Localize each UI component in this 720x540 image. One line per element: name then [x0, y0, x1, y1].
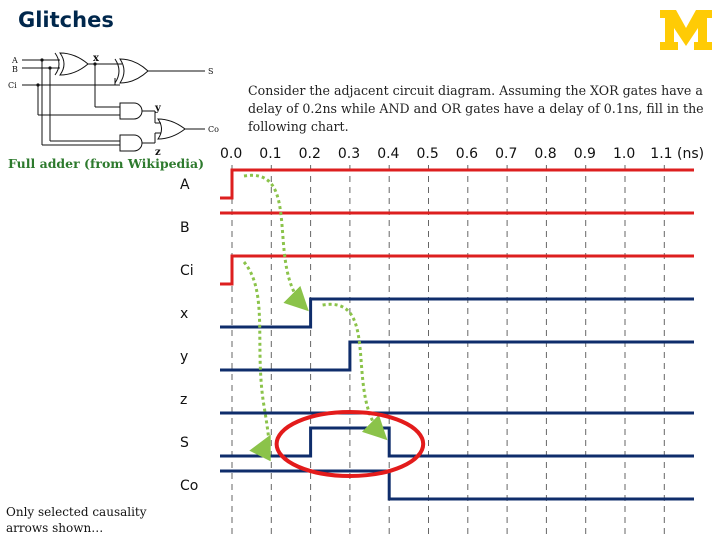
- junction-b: [48, 66, 52, 70]
- waveform-ci: [220, 254, 694, 286]
- causality-arrow: [243, 173, 309, 312]
- university-logo: [658, 8, 714, 56]
- tick-label: 0.0: [220, 146, 242, 162]
- or-gate: [157, 118, 186, 140]
- label-z: z: [155, 147, 161, 158]
- waveform-a: [220, 168, 694, 200]
- signal-label: x: [180, 306, 188, 322]
- logo-shape: [660, 10, 712, 50]
- signal-label: Co: [180, 478, 198, 494]
- tick-label: 0.5: [417, 146, 439, 162]
- tick-label: 0.1: [259, 146, 281, 162]
- tick-label: 0.8: [534, 146, 556, 162]
- signal-label: B: [180, 220, 190, 236]
- signal-label: Ci: [180, 263, 194, 279]
- waveform-s: [220, 426, 694, 458]
- label-co: Co: [208, 125, 219, 134]
- tick-label: 0.9: [574, 146, 596, 162]
- label-b: B: [12, 65, 18, 74]
- tick-label: 0.6: [456, 146, 478, 162]
- problem-description: Consider the adjacent circuit diagram. A…: [248, 83, 704, 134]
- xor-gate-2-curve: [114, 58, 120, 84]
- circuit-caption: Full adder (from Wikipedia): [8, 156, 205, 171]
- signal-label: S: [180, 435, 189, 451]
- time-gridlines: [231, 165, 665, 538]
- label-s: S: [208, 67, 213, 76]
- and-gate-1: [119, 102, 143, 120]
- block-m-icon: [660, 10, 712, 50]
- time-axis: 0.0 0.1 0.2 0.3 0.4 0.5 0.6 0.7 0.8 0.9 1.0 1.1 (ns…: [220, 146, 704, 162]
- waveform-x: [220, 297, 694, 329]
- tick-label: 0.3: [338, 146, 360, 162]
- label-ci: Ci: [8, 81, 17, 90]
- waveform-y: [220, 340, 694, 372]
- label-a: A: [11, 56, 18, 65]
- waveforms: [220, 168, 694, 501]
- signal-label: A: [180, 177, 190, 193]
- signal-label: z: [180, 392, 187, 408]
- signal-labels: A B Ci x y zS Co: [180, 177, 198, 494]
- xor-gate-1-curve: [54, 52, 60, 76]
- waveform-co: [220, 469, 694, 501]
- causality-arrow: [242, 261, 271, 462]
- junction-x: [93, 62, 97, 66]
- xor-gate-2: [119, 58, 149, 84]
- tick-label: 0.4: [377, 146, 399, 162]
- glitch-highlight-ellipse: [274, 410, 426, 478]
- tick-label: 0.7: [495, 146, 517, 162]
- tick-label: 0.2: [299, 146, 321, 162]
- footnote: Only selected causality arrows shown…: [6, 505, 147, 535]
- full-adder-circuit: A B Ci x y z S Co: [8, 52, 219, 158]
- junction-ci: [36, 83, 40, 87]
- tick-label: 1.1 (ns): [650, 146, 704, 162]
- junction-a: [40, 58, 44, 62]
- label-x: x: [93, 53, 100, 64]
- label-y: y: [154, 103, 162, 114]
- causality-arrow: [322, 302, 388, 441]
- xor-gate-1: [59, 52, 89, 76]
- glitch-highlight: [274, 410, 426, 478]
- signal-label: y: [180, 349, 188, 365]
- tick-label: 1.0: [613, 146, 635, 162]
- and-gate-2: [119, 134, 143, 152]
- slide-title: Glitches: [18, 8, 114, 32]
- causality-arrows: [242, 173, 388, 462]
